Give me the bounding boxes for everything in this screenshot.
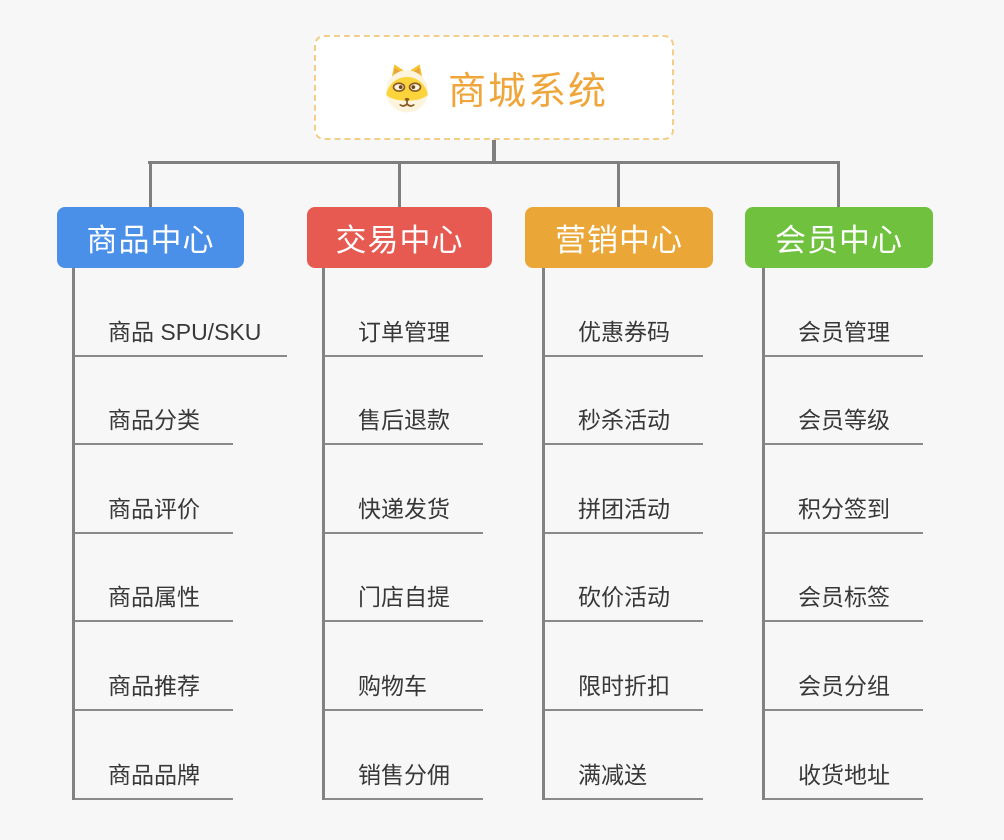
branch-children-list: 商品 SPU/SKU 商品分类 商品评价 商品属性 商品推荐 商品品牌 — [72, 268, 288, 800]
child-node[interactable]: 满减送 — [545, 711, 703, 800]
child-node[interactable]: 收货地址 — [765, 711, 923, 800]
branch-node[interactable]: 会员中心 — [745, 207, 933, 268]
branch-member-center: 会员中心 会员管理 会员等级 积分签到 会员标签 会员分组 收货地址 — [745, 207, 933, 800]
child-node[interactable]: 会员管理 — [765, 268, 923, 357]
branch-product-center: 商品中心 商品 SPU/SKU 商品分类 商品评价 商品属性 商品推荐 商品品牌 — [57, 207, 288, 800]
child-node[interactable]: 销售分佣 — [325, 711, 483, 800]
branch-trade-center: 交易中心 订单管理 售后退款 快递发货 门店自提 购物车 销售分佣 — [307, 207, 492, 800]
branch-connector-line — [837, 161, 840, 210]
child-node[interactable]: 商品评价 — [75, 445, 233, 534]
child-node[interactable]: 商品品牌 — [75, 711, 233, 800]
branch-node[interactable]: 营销中心 — [525, 207, 713, 268]
branch-children-list: 订单管理 售后退款 快递发货 门店自提 购物车 销售分佣 — [322, 268, 483, 800]
child-node[interactable]: 限时折扣 — [545, 622, 703, 711]
child-node[interactable]: 商品属性 — [75, 534, 233, 623]
child-node[interactable]: 秒杀活动 — [545, 357, 703, 446]
branch-connector-line — [398, 161, 401, 210]
child-node[interactable]: 砍价活动 — [545, 534, 703, 623]
branch-connector-line — [149, 161, 152, 210]
child-node[interactable]: 订单管理 — [325, 268, 483, 357]
root-connector-line — [492, 138, 496, 164]
branch-node[interactable]: 交易中心 — [307, 207, 492, 268]
child-node[interactable]: 商品分类 — [75, 357, 233, 446]
child-node[interactable]: 商品推荐 — [75, 622, 233, 711]
child-node[interactable]: 拼团活动 — [545, 445, 703, 534]
branch-connector-line — [617, 161, 620, 210]
child-node[interactable]: 门店自提 — [325, 534, 483, 623]
child-node[interactable]: 售后退款 — [325, 357, 483, 446]
root-node-title: 商城系统 — [447, 71, 608, 113]
child-node[interactable]: 优惠券码 — [545, 268, 703, 357]
root-node[interactable]: 商城系统 — [314, 35, 674, 140]
child-node[interactable]: 购物车 — [325, 622, 483, 711]
child-node[interactable]: 会员等级 — [765, 357, 923, 446]
child-node[interactable]: 商品 SPU/SKU — [75, 268, 288, 357]
branch-children-list: 优惠券码 秒杀活动 拼团活动 砍价活动 限时折扣 满减送 — [542, 268, 703, 800]
child-node[interactable]: 会员分组 — [765, 622, 923, 711]
dog-face-icon — [385, 63, 429, 112]
branch-node[interactable]: 商品中心 — [57, 207, 244, 268]
child-node[interactable]: 会员标签 — [765, 534, 923, 623]
branch-children-list: 会员管理 会员等级 积分签到 会员标签 会员分组 收货地址 — [762, 268, 923, 800]
trunk-horizontal-line — [148, 161, 840, 164]
branch-marketing-center: 营销中心 优惠券码 秒杀活动 拼团活动 砍价活动 限时折扣 满减送 — [525, 207, 713, 800]
child-node[interactable]: 积分签到 — [765, 445, 923, 534]
child-node[interactable]: 快递发货 — [325, 445, 483, 534]
